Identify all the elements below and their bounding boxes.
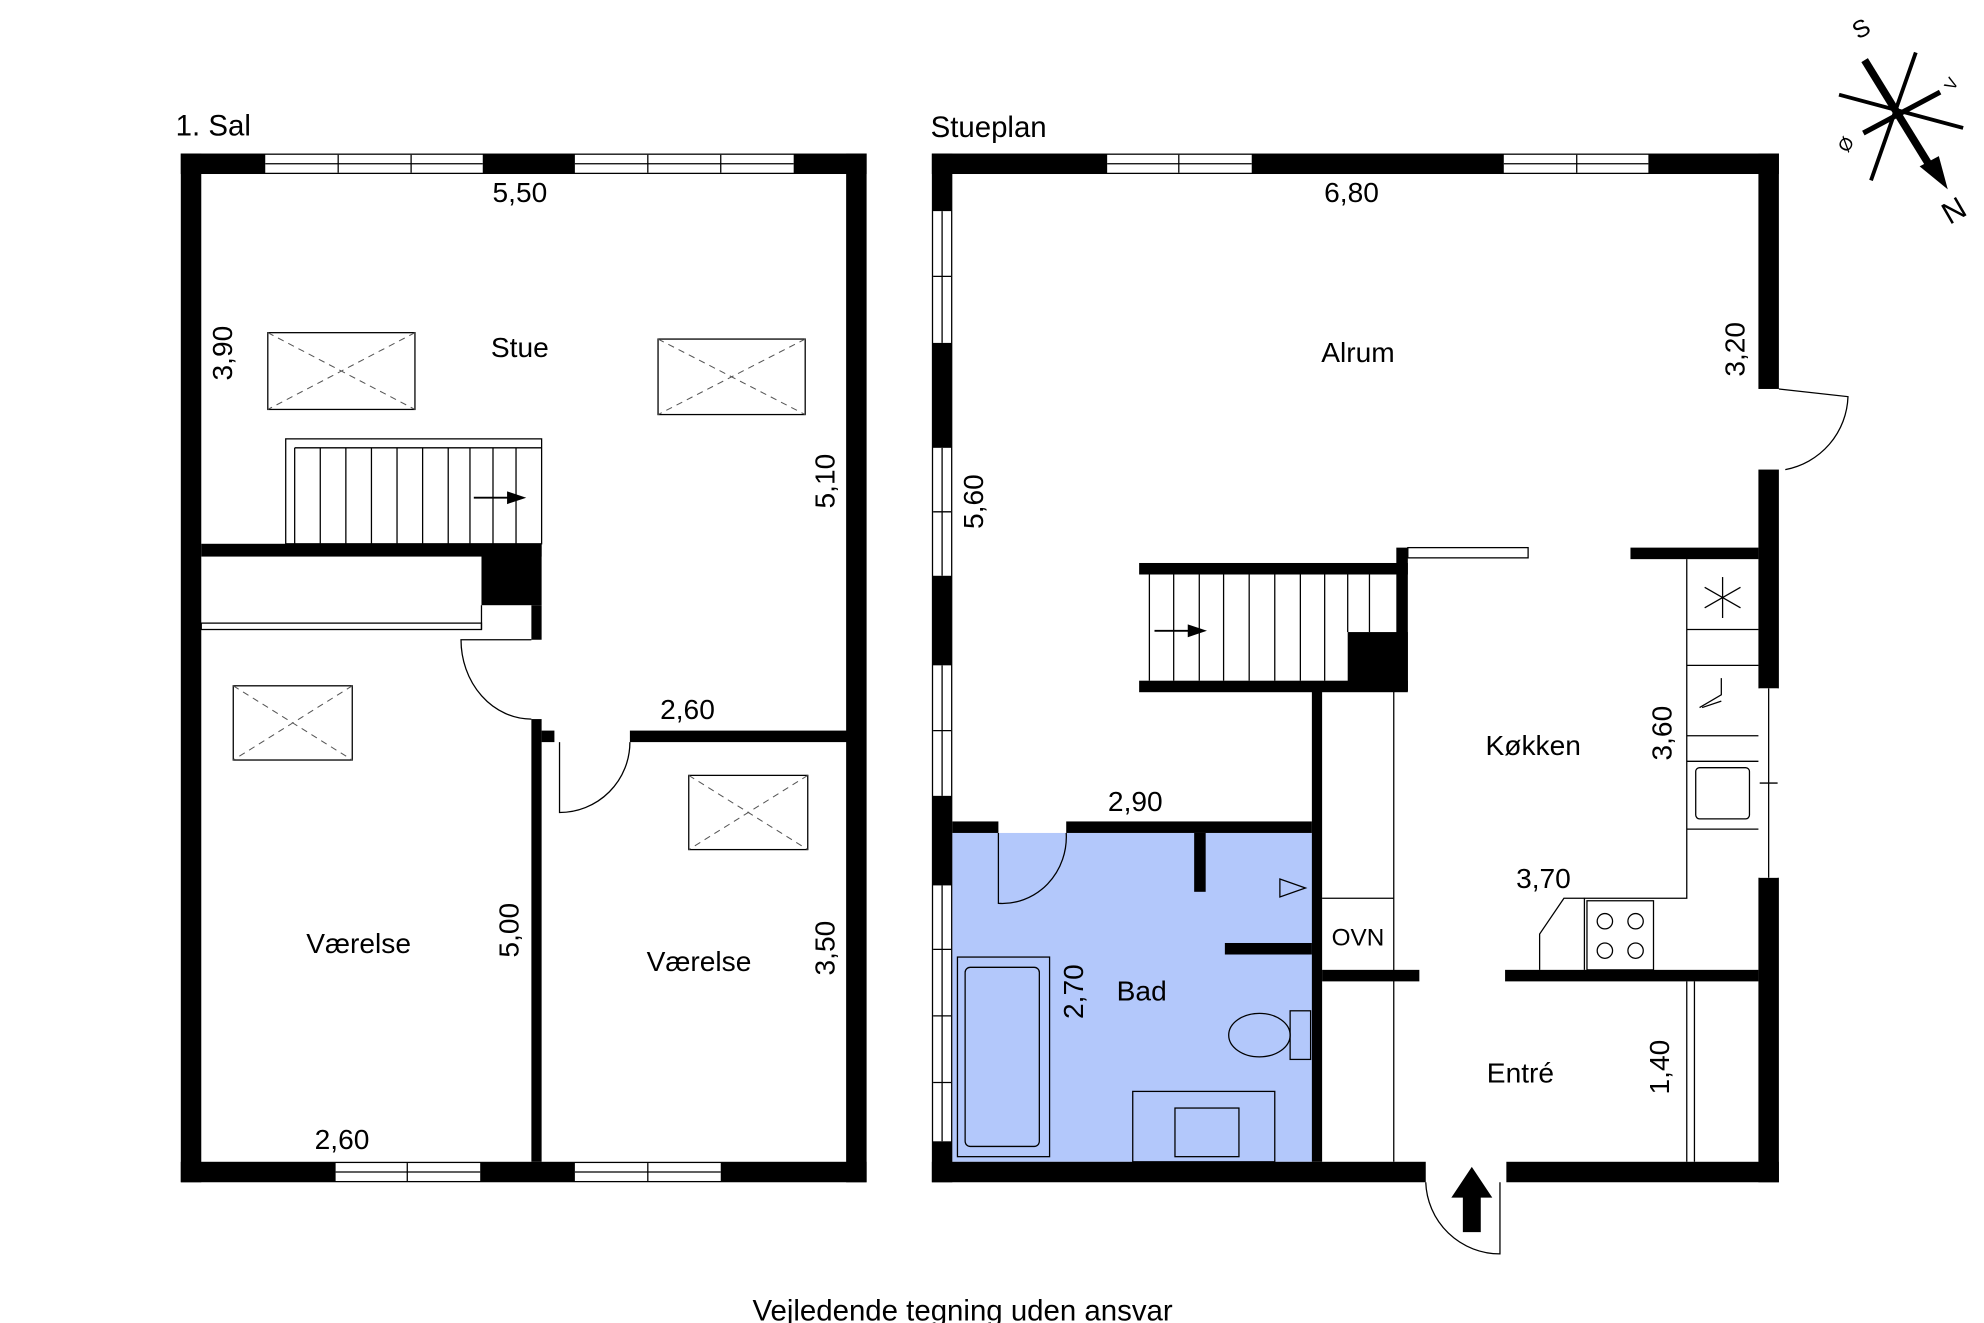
entrance-arrow-icon: [1451, 1166, 1493, 1233]
door: [997, 832, 1067, 905]
ground-floor-plan: Stueplan: [931, 111, 1849, 1255]
compass-south: S: [1848, 14, 1876, 45]
disclaimer-footer: Vejledende tegning uden ansvar: [752, 1294, 1172, 1323]
room-label-kokken: Køkken: [1486, 730, 1581, 761]
staircase: [285, 438, 543, 545]
window: [265, 154, 483, 173]
door: [460, 639, 532, 720]
dimension-label: 2,90: [1108, 786, 1163, 817]
dimension-label: 3,60: [1646, 706, 1677, 761]
window: [574, 1163, 721, 1181]
entrance-door: [1425, 1182, 1501, 1255]
freezer-snowflake-icon: [1704, 577, 1741, 618]
staircase: [1148, 574, 1371, 681]
room-label-entre: Entré: [1487, 1057, 1554, 1088]
arrow-icon: [1187, 624, 1207, 638]
window: [574, 154, 794, 173]
dimension-label: 3,50: [810, 921, 841, 976]
upper-floor-plan: 1. Sal: [176, 110, 867, 1183]
window: [933, 665, 952, 796]
window: [933, 447, 952, 576]
room-label-stue: Stue: [491, 332, 549, 363]
window: [1503, 154, 1649, 173]
skylight: [232, 685, 353, 761]
dimension-label: 2,70: [1058, 964, 1089, 1019]
bathtub: [956, 956, 1051, 1158]
arrow-icon: [507, 491, 527, 505]
dimension-label: 3,90: [207, 326, 238, 381]
skylight: [688, 774, 809, 851]
room-label-bad: Bad: [1117, 976, 1167, 1007]
dimension-label: 6,80: [1324, 177, 1379, 208]
dimension-label: 2,60: [315, 1124, 370, 1155]
dimension-label: 5,10: [810, 454, 841, 509]
window: [1759, 688, 1778, 878]
compass-icon: S V Ø N: [1834, 14, 1972, 232]
dimension-label: 5,50: [492, 177, 547, 208]
window: [1107, 154, 1252, 173]
dimension-label: 5,60: [958, 474, 989, 529]
dimension-label: 3,70: [1516, 863, 1571, 894]
toilet: [1228, 1010, 1312, 1061]
room-label-alrum: Alrum: [1321, 337, 1394, 368]
sink-icon: [1695, 767, 1751, 820]
kitchen-counter: [1538, 559, 1759, 1162]
window: [933, 885, 952, 1142]
door: [1778, 388, 1849, 471]
door: [558, 742, 631, 814]
dishwasher-icon: [1699, 678, 1722, 709]
oven-label: OVN: [1332, 925, 1385, 952]
compass-west: V: [1941, 74, 1963, 94]
compass-east: Ø: [1834, 133, 1858, 155]
shower-icon: [1279, 878, 1308, 898]
upper-floor-title: 1. Sal: [176, 110, 251, 143]
skylight: [657, 338, 806, 416]
compass-north: N: [1935, 190, 1972, 231]
ground-floor-title: Stueplan: [931, 111, 1047, 144]
room-label-vaerelse: Værelse: [306, 928, 411, 959]
dimension-label: 5,00: [494, 903, 525, 958]
dimension-label: 3,20: [1719, 322, 1750, 377]
window: [933, 211, 952, 343]
stove-icon: [1586, 900, 1655, 971]
skylight: [267, 332, 416, 411]
room-label-vaerelse: Værelse: [647, 946, 752, 977]
washbasin: [1132, 1090, 1276, 1163]
dimension-label: 1,40: [1644, 1040, 1675, 1095]
window: [335, 1163, 481, 1181]
dimension-label: 2,60: [660, 694, 715, 725]
